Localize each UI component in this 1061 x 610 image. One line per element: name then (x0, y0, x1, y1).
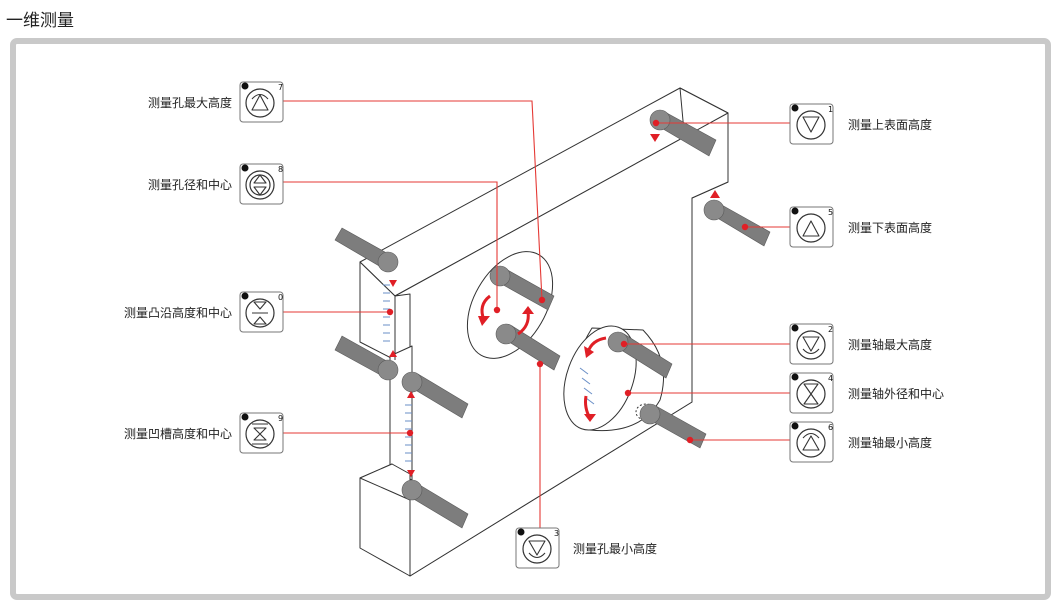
function-number: 6 (828, 423, 833, 432)
probe-groove-bottom (401, 479, 469, 529)
probe-boss-bottom (334, 335, 399, 381)
function-6[interactable]: 6 测量轴最小高度 (789, 421, 932, 463)
probe-boss-top (334, 227, 399, 273)
contact-dots (386, 119, 749, 444)
function-label: 测量孔径和中心 (148, 177, 232, 192)
boss-icon (252, 301, 268, 325)
function-label: 测量孔最小高度 (573, 541, 657, 556)
function-2[interactable]: 2 测量轴最大高度 (789, 323, 932, 365)
up-triangle-arc-icon (802, 435, 820, 451)
function-9[interactable]: 9 测量凹槽高度和中心 (124, 412, 284, 454)
probe-groove-top (401, 371, 469, 419)
function-label: 测量孔最大高度 (148, 95, 232, 110)
probe-bottom-surface (703, 199, 771, 247)
function-label: 测量上表面高度 (848, 117, 932, 132)
function-number: 4 (828, 374, 833, 383)
function-5[interactable]: 5 测量下表面高度 (789, 206, 932, 248)
function-label: 测量轴外径和中心 (848, 386, 944, 401)
up-triangle-icon (802, 220, 820, 237)
down-triangle-arc-icon (802, 336, 820, 352)
function-number: 3 (554, 529, 559, 538)
function-7[interactable]: 7 测量孔最大高度 (148, 81, 284, 123)
function-0[interactable]: 0 测量凸沿高度和中心 (124, 291, 284, 333)
function-label: 测量轴最大高度 (848, 337, 932, 352)
function-8[interactable]: 8 测量孔径和中心 (148, 163, 284, 205)
function-3[interactable]: 3 测量孔最小高度 (515, 527, 657, 569)
probe-shaft-bottom (639, 403, 707, 449)
double-triangle-icon (253, 174, 267, 196)
direction-arrows (389, 134, 720, 477)
hourglass-icon (803, 383, 819, 405)
groove-icon (252, 423, 268, 445)
function-number: 5 (828, 208, 833, 217)
function-label: 测量凹槽高度和中心 (124, 426, 232, 441)
function-number: 2 (828, 325, 833, 334)
function-4[interactable]: 4 测量轴外径和中心 (789, 372, 944, 414)
function-label: 测量轴最小高度 (848, 435, 932, 450)
probe-hole-bottom (495, 323, 561, 371)
down-triangle-icon (802, 116, 820, 133)
up-triangle-arc-icon (251, 94, 269, 111)
function-1[interactable]: 1 测量上表面高度 (789, 103, 932, 145)
function-label: 测量凸沿高度和中心 (124, 305, 232, 320)
page-title: 一维测量 (6, 11, 74, 31)
function-number: 8 (278, 165, 283, 174)
down-triangle-arc-icon (528, 540, 546, 556)
leader-lines (283, 100, 790, 530)
workpiece-body (359, 87, 729, 577)
function-number: 0 (278, 293, 283, 302)
measured-hole (466, 251, 554, 359)
function-number: 7 (278, 83, 283, 92)
function-number: 1 (828, 105, 833, 114)
function-number: 9 (278, 414, 283, 423)
function-label: 测量下表面高度 (848, 220, 932, 235)
